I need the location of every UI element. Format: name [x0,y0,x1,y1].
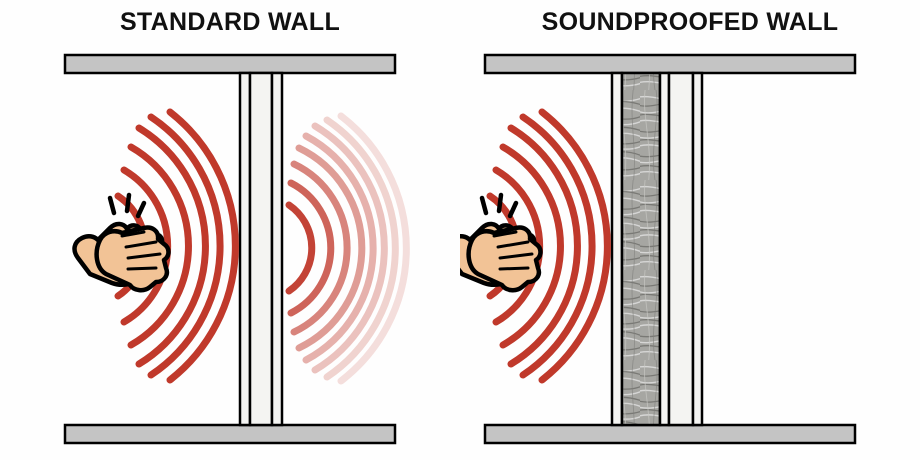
drywall-layer-receiving-side [691,71,704,427]
clap-finger-lines [492,230,534,271]
top-beam-soundproofed [483,53,857,75]
top-beam-standard [63,53,397,75]
wall-assembly-standard [238,71,284,427]
panel-title-soundproofed: SOUNDPROOFED WALL [541,8,839,36]
mineral-wool-insulation [620,71,662,427]
air-cavity-standard [248,71,274,427]
panel-soundproofed-graphic [460,53,857,445]
clap-motion-lines [479,192,519,219]
drywall-layer-right [270,71,284,427]
clap-finger-lines [120,230,162,271]
bottom-beam-standard [63,423,397,445]
transmitted-sound-waves-standard [285,112,410,385]
clapping-hands-icon [72,192,171,293]
drywall-layer-middle [658,71,671,427]
wall-assembly-soundproofed [610,71,704,427]
panel-title-standard: STANDARD WALL [119,8,341,36]
panel-standard-graphic [63,53,410,445]
clapping-hands-icon [460,192,543,293]
bottom-beam-soundproofed [483,423,857,445]
decoupled-air-gap [667,71,695,427]
drywall-layer-source-side [610,71,624,427]
clap-motion-lines [107,192,147,219]
panel-soundproofed-wall: SOUNDPROOFED WALL [460,0,920,460]
drywall-layer-left [238,71,252,427]
panel-standard-wall: STANDARD WALL [63,8,410,445]
